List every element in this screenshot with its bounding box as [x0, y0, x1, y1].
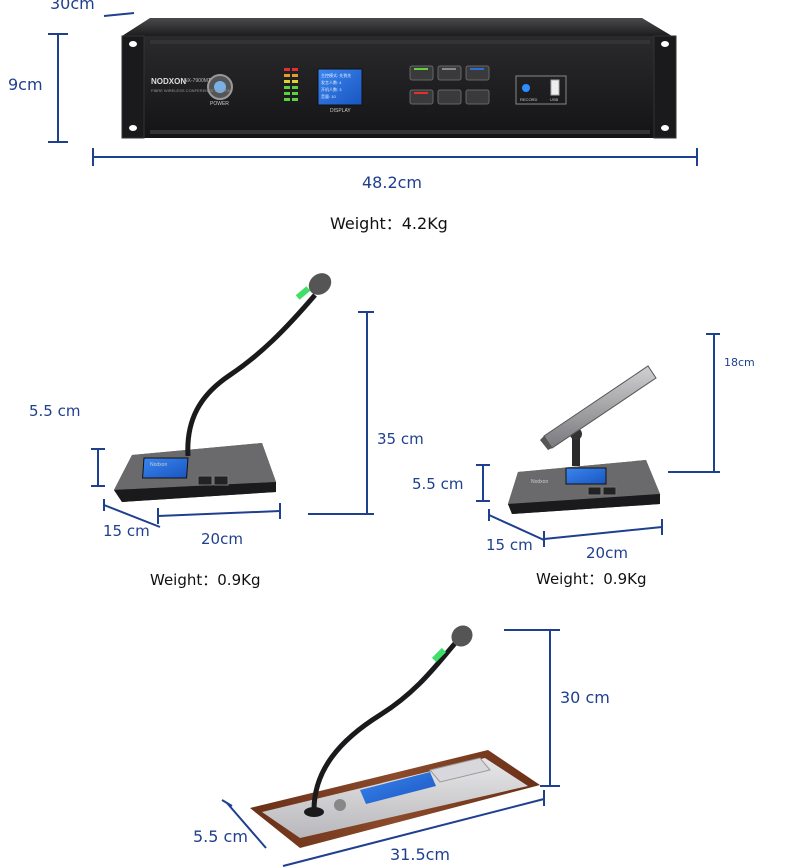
lcd-line: 主控模式: 先到先 [321, 73, 352, 78]
rack-subtitle: FIBRE WIRELESS CONFERENCE SYSTEM [151, 88, 232, 93]
gooseneck-weight: Weight：0.9Kg [150, 571, 261, 589]
rack-weight: Weight：4.2Kg [330, 214, 448, 233]
boom-dimension-lines [476, 333, 720, 547]
led-meter [284, 68, 298, 101]
rack-model: NX-7900MT [184, 78, 211, 84]
gooseneck-depth-label: 15 cm [103, 522, 150, 540]
power-label: POWER [210, 101, 229, 107]
boom-top-height-label: 18cm [724, 356, 755, 369]
lcd-line: 音量: 10 [321, 94, 336, 99]
display-label: DISPLAY [330, 108, 351, 114]
gooseneck-dimension-lines [91, 311, 374, 528]
rack-depth-label: 30cm [50, 0, 95, 13]
boom-width-label: 20cm [586, 544, 628, 562]
gooseneck-total-height-label: 35 cm [377, 430, 424, 448]
rack-lcd-screen [317, 68, 363, 106]
lcd-line: 发言人数: 4 [321, 80, 342, 85]
rack-lcd-text: 主控模式: 先到先 发言人数: 4 开机人数: 3 音量: 10 [321, 72, 361, 100]
rack-brand: NODXON [151, 77, 187, 86]
gooseneck-brand: Nodxon [150, 462, 168, 468]
boom-depth-label: 15 cm [486, 536, 533, 554]
boom-brand: Nodxon [531, 479, 549, 485]
gooseneck-unit [114, 273, 332, 502]
usb-label: USB [550, 97, 559, 102]
embedded-dimension-lines [221, 629, 560, 867]
gooseneck-width-label: 20cm [201, 530, 243, 548]
embedded-height-label: 30 cm [560, 688, 610, 707]
rack-unit [121, 18, 677, 139]
boom-unit [508, 365, 660, 514]
boom-weight: Weight：0.9Kg [536, 570, 647, 588]
rack-buttons [409, 65, 490, 105]
lcd-line: 开机人数: 3 [321, 87, 342, 92]
rack-height-label: 9cm [8, 75, 43, 94]
rack-width-label: 48.2cm [362, 173, 423, 192]
record-label: RECORD [520, 97, 538, 102]
embedded-base-height-label: 5.5 cm [193, 827, 248, 846]
embedded-unit [250, 625, 540, 848]
boom-base-height-label: 5.5 cm [412, 475, 464, 493]
gooseneck-base-height-label: 5.5 cm [29, 402, 81, 420]
rack-dimension-lines [48, 12, 698, 166]
embedded-width-label: 31.5cm [390, 845, 451, 864]
